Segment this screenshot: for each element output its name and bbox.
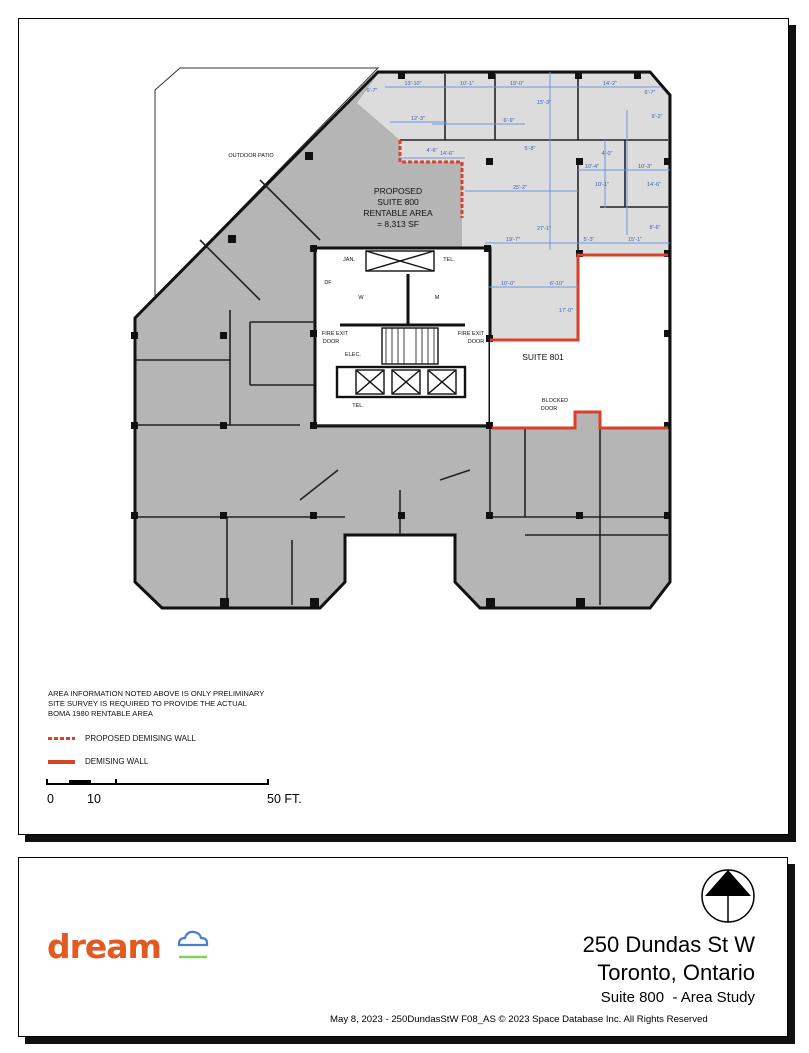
svg-text:14'-6": 14'-6" <box>647 182 661 188</box>
svg-text:5'-8": 5'-8" <box>525 146 536 152</box>
svg-text:8'-6": 8'-6" <box>650 225 661 231</box>
svg-text:TEL.: TEL. <box>443 257 455 263</box>
svg-text:10'-0": 10'-0" <box>501 281 515 287</box>
preliminary-note: AREA INFORMATION NOTED ABOVE IS ONLY PRE… <box>48 689 264 719</box>
dimension-labels: 13'-10" 10'-1" 19'-0" 14'-2" 6'-7" 6'-7" 9'-2… <box>367 81 663 314</box>
interior-walls <box>135 74 668 605</box>
title-block <box>18 857 788 1037</box>
svg-text:10'-1": 10'-1" <box>460 81 474 87</box>
svg-text:19'-7": 19'-7" <box>506 237 520 243</box>
svg-text:17'-0": 17'-0" <box>559 308 573 314</box>
svg-text:6'-10": 6'-10" <box>550 281 564 287</box>
svg-text:25'-2": 25'-2" <box>513 185 527 191</box>
columns <box>131 72 671 607</box>
address-line-1: 250 Dundas St W <box>582 932 755 957</box>
svg-text:= 8,313 SF: = 8,313 SF <box>377 219 419 229</box>
svg-text:4'-6": 4'-6" <box>427 148 438 154</box>
dream-logo: dream <box>47 927 162 966</box>
scale-bar <box>46 779 269 785</box>
svg-text:TEL.: TEL. <box>352 403 364 409</box>
svg-text:10'-3": 10'-3" <box>638 164 652 170</box>
solid-red-swatch <box>48 759 75 764</box>
address-line-2: Toronto, Ontario <box>597 960 755 985</box>
svg-text:6'-9": 6'-9" <box>504 118 515 124</box>
north-arrow-icon <box>701 869 755 923</box>
demising-wall-801-top <box>490 253 668 342</box>
legend-demising-wall: DEMISING WALL <box>48 757 148 766</box>
copyright-footer: May 8, 2023 - 250DundasStW F08_AS © 2023… <box>330 1014 708 1025</box>
svg-text:27'-1": 27'-1" <box>537 226 551 232</box>
svg-text:FIRE EXIT: FIRE EXIT <box>458 331 485 337</box>
svg-text:6'-7": 6'-7" <box>367 88 378 94</box>
svg-text:15'-1": 15'-1" <box>628 237 642 243</box>
svg-text:SUITE 801: SUITE 801 <box>522 352 564 362</box>
svg-text:W: W <box>358 295 364 301</box>
svg-text:M: M <box>435 295 440 301</box>
note-line: AREA INFORMATION NOTED ABOVE IS ONLY PRE… <box>48 689 265 698</box>
note-line: BOMA 1980 RENTABLE AREA <box>48 709 153 718</box>
cloud-icon <box>177 930 209 959</box>
svg-text:9'-2": 9'-2" <box>652 114 663 120</box>
dashed-red-swatch <box>48 737 75 740</box>
svg-text:DOOR: DOOR <box>323 339 340 345</box>
legend-proposed-demising-wall: PROPOSED DEMISING WALL <box>48 734 196 743</box>
svg-text:15'-3": 15'-3" <box>537 100 551 106</box>
svg-text:19'-0": 19'-0" <box>510 81 524 87</box>
scale-label-10: 10 <box>87 792 101 806</box>
svg-text:12'-3": 12'-3" <box>411 116 425 122</box>
svg-text:5'-3": 5'-3" <box>584 237 595 243</box>
room-labels: OUTDOOR PATIO PROPOSED SUITE 800 RENTABL… <box>228 153 568 412</box>
scale-label-50: 50 FT. <box>267 792 302 806</box>
svg-text:OUTDOOR PATIO: OUTDOOR PATIO <box>228 153 274 159</box>
svg-text:14'-2": 14'-2" <box>603 81 617 87</box>
svg-text:RENTABLE AREA: RENTABLE AREA <box>363 208 433 218</box>
svg-text:4'-0": 4'-0" <box>602 151 613 157</box>
legend-label: DEMISING WALL <box>85 757 149 766</box>
svg-text:14'-6": 14'-6" <box>440 151 454 157</box>
svg-text:10'-1": 10'-1" <box>595 182 609 188</box>
demising-wall-801-bottom <box>492 410 668 430</box>
dimension-lines <box>385 72 670 288</box>
scale-label-0: 0 <box>47 792 54 806</box>
svg-text:SUITE 800: SUITE 800 <box>377 197 419 207</box>
svg-text:13'-10": 13'-10" <box>404 81 421 87</box>
svg-text:ELEC.: ELEC. <box>345 352 361 358</box>
svg-text:DF: DF <box>324 280 332 286</box>
floor-plan: 13'-10" 10'-1" 19'-0" 14'-2" 6'-7" 6'-7" 9'-2… <box>131 67 672 610</box>
svg-text:DOOR: DOOR <box>468 339 485 345</box>
svg-text:10'-4": 10'-4" <box>585 164 599 170</box>
svg-text:PROPOSED: PROPOSED <box>374 186 422 196</box>
subtitle: Suite 800 - Area Study <box>600 989 755 1006</box>
svg-text:FIRE EXIT: FIRE EXIT <box>322 331 349 337</box>
note-line: SITE SURVEY IS REQUIRED TO PROVIDE THE A… <box>48 699 247 708</box>
demising-walls <box>398 140 668 430</box>
proposed-demising-wall <box>398 140 464 218</box>
svg-text:JAN.: JAN. <box>343 257 355 263</box>
svg-text:6'-7": 6'-7" <box>645 90 656 96</box>
legend-label: PROPOSED DEMISING WALL <box>85 734 196 743</box>
svg-text:DOOR: DOOR <box>541 406 558 412</box>
svg-text:BLOCKED: BLOCKED <box>542 398 568 404</box>
building-core <box>313 246 492 428</box>
core-internals <box>335 250 467 399</box>
